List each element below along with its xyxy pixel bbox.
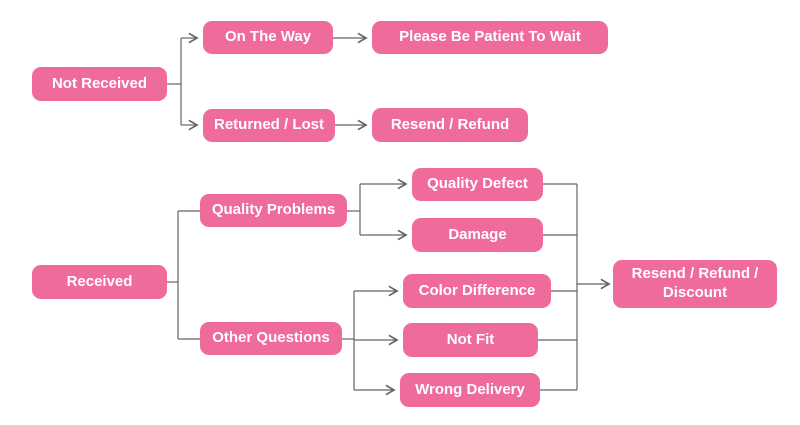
node-returned-lost: Returned / Lost <box>203 109 335 142</box>
node-other-questions: Other Questions <box>200 322 342 355</box>
node-damage: Damage <box>412 218 543 252</box>
node-wrong-delivery: Wrong Delivery <box>400 373 540 407</box>
node-quality-defect: Quality Defect <box>412 168 543 201</box>
node-on-the-way: On The Way <box>203 21 333 54</box>
node-received: Received <box>32 265 167 299</box>
node-resend-refund-discount: Resend / Refund / Discount <box>613 260 777 308</box>
node-quality-problems: Quality Problems <box>200 194 347 227</box>
node-resend-refund: Resend / Refund <box>372 108 528 142</box>
node-color-difference: Color Difference <box>403 274 551 308</box>
node-not-fit: Not Fit <box>403 323 538 357</box>
node-please-be-patient-to-wait: Please Be Patient To Wait <box>372 21 608 54</box>
node-not-received: Not Received <box>32 67 167 101</box>
